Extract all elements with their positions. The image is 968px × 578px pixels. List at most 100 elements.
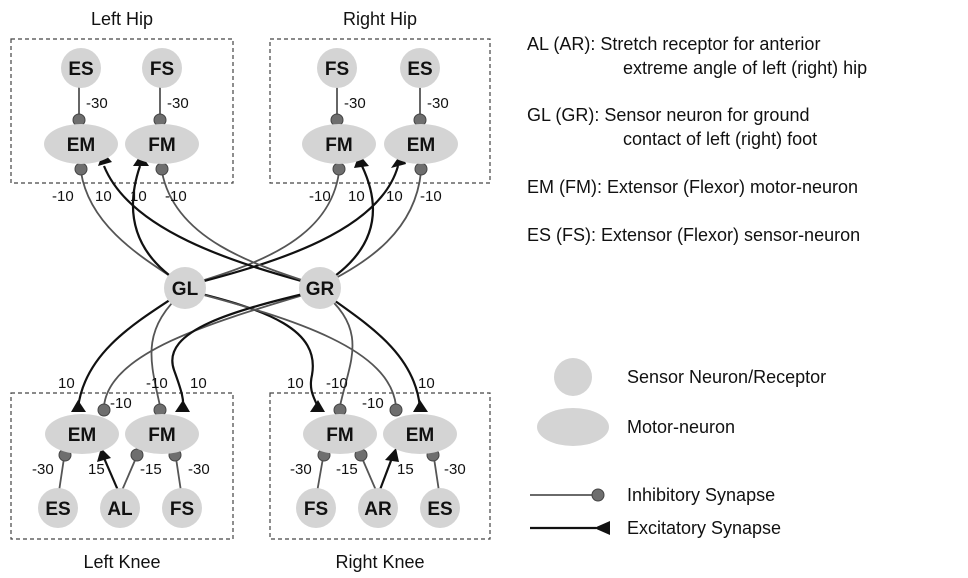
lk-es-label: ES bbox=[45, 499, 70, 520]
gl-rh-fm-link bbox=[184, 171, 340, 287]
legend-sensor-label: Sensor Neuron/Receptor bbox=[627, 367, 826, 387]
lk-es-node bbox=[38, 488, 78, 528]
rk-fm-label: FM bbox=[326, 425, 353, 446]
legend-excitatory-arrow bbox=[594, 521, 610, 535]
definition-gl-gr-cont: contact of left (right) foot bbox=[623, 129, 817, 149]
weight-label: -30 bbox=[344, 95, 366, 112]
legend-motor-symbol bbox=[537, 408, 609, 446]
weight-label: 15 bbox=[397, 461, 414, 478]
lh-fm-node bbox=[125, 124, 199, 164]
weight-label: -30 bbox=[86, 95, 108, 112]
definition-gl-gr: GL (GR): Sensor neuron for ground bbox=[527, 105, 809, 125]
weight-label: 10 bbox=[190, 375, 207, 392]
gr-lk-em-link bbox=[103, 289, 321, 407]
inhibitory-dot bbox=[97, 403, 111, 417]
lh-fm-label: FM bbox=[148, 135, 175, 156]
lk-em-node bbox=[45, 414, 119, 454]
right-knee-title: Right Knee bbox=[335, 552, 424, 572]
gr-label: GR bbox=[306, 279, 335, 300]
rk-es-label: ES bbox=[427, 499, 452, 520]
rk-em-label: EM bbox=[406, 425, 435, 446]
rh-fm-node bbox=[302, 124, 376, 164]
weight-label: -15 bbox=[140, 461, 162, 478]
definition-em-fm: EM (FM): Extensor (Flexor) motor-neuron bbox=[527, 177, 858, 197]
excitatory-arrow bbox=[71, 400, 86, 412]
excitatory-arrow bbox=[413, 400, 428, 412]
rh-fs-label: FS bbox=[325, 59, 349, 80]
inhibitory-dot bbox=[130, 448, 144, 462]
weight-label: 10 bbox=[130, 188, 147, 205]
lk-em-label: EM bbox=[68, 425, 97, 446]
lh-em-node bbox=[44, 124, 118, 164]
gl-rk-em-link bbox=[184, 289, 397, 407]
left-knee-box bbox=[10, 392, 234, 540]
gr-lh-em-link bbox=[102, 165, 321, 288]
weight-label: 10 bbox=[58, 375, 75, 392]
legend-excitatory-label: Excitatory Synapse bbox=[627, 518, 781, 538]
rh-es-node bbox=[400, 48, 440, 88]
weight-label: -10 bbox=[165, 188, 187, 205]
weight-label: -30 bbox=[427, 95, 449, 112]
lh-es-label: ES bbox=[68, 59, 93, 80]
weight-label: -30 bbox=[188, 461, 210, 478]
weight-label: -30 bbox=[167, 95, 189, 112]
rk-em-node bbox=[383, 414, 457, 454]
excitatory-arrow bbox=[310, 400, 325, 412]
rh-em-node bbox=[384, 124, 458, 164]
gr-node bbox=[299, 267, 341, 309]
rh-em-label: EM bbox=[407, 135, 436, 156]
lk-fs-label: FS bbox=[170, 499, 194, 520]
rk-fs-node bbox=[296, 488, 336, 528]
weight-label: 10 bbox=[95, 188, 112, 205]
inhibitory-dot bbox=[155, 162, 169, 176]
rh-fs-node bbox=[317, 48, 357, 88]
weight-label: 10 bbox=[287, 375, 304, 392]
lh-fs-node bbox=[142, 48, 182, 88]
weight-label: 10 bbox=[418, 375, 435, 392]
weight-label: -10 bbox=[110, 395, 132, 412]
lk-fm-label: FM bbox=[148, 425, 175, 446]
excitatory-arrow bbox=[385, 448, 399, 462]
weight-label: 15 bbox=[88, 461, 105, 478]
weight-label: -10 bbox=[362, 395, 384, 412]
rk-ar-node bbox=[358, 488, 398, 528]
weight-label: -10 bbox=[146, 375, 168, 392]
weight-label: -30 bbox=[32, 461, 54, 478]
weight-label: -30 bbox=[444, 461, 466, 478]
rk-fm-node bbox=[303, 414, 377, 454]
definition-al-ar: AL (AR): Stretch receptor for anterior bbox=[527, 34, 820, 54]
weight-label: -30 bbox=[290, 461, 312, 478]
rk-fs-label: FS bbox=[304, 499, 328, 520]
definition-al-ar-cont: extreme angle of left (right) hip bbox=[623, 58, 867, 78]
weight-label: -10 bbox=[420, 188, 442, 205]
weight-label: -10 bbox=[52, 188, 74, 205]
legend-inhibitory-label: Inhibitory Synapse bbox=[627, 485, 775, 505]
weight-label: 10 bbox=[348, 188, 365, 205]
right-hip-title: Right Hip bbox=[343, 9, 417, 29]
lh-es-node bbox=[61, 48, 101, 88]
inhibitory-dot bbox=[332, 162, 346, 176]
legend-motor-label: Motor-neuron bbox=[627, 417, 735, 437]
gr-lh-fm-link bbox=[161, 171, 321, 287]
gr-lk-fm-link bbox=[171, 288, 321, 409]
definition-es-fs: ES (FS): Extensor (Flexor) sensor-neuron bbox=[527, 225, 860, 245]
inhibitory-dot bbox=[389, 403, 403, 417]
inhibitory-dot bbox=[74, 162, 88, 176]
weight-label: -10 bbox=[326, 375, 348, 392]
inhibitory-dot bbox=[414, 162, 428, 176]
left-knee-title: Left Knee bbox=[83, 552, 160, 572]
lh-em-label: EM bbox=[67, 135, 96, 156]
excitatory-arrow bbox=[175, 400, 190, 412]
right-knee-box bbox=[269, 392, 491, 540]
gl-label: GL bbox=[172, 279, 199, 300]
lk-fs-node bbox=[162, 488, 202, 528]
lk-al-node bbox=[100, 488, 140, 528]
left-hip-title: Left Hip bbox=[91, 9, 153, 29]
weight-label: -15 bbox=[336, 461, 358, 478]
gl-node bbox=[164, 267, 206, 309]
legend-sensor-symbol bbox=[554, 358, 592, 396]
rh-fm-label: FM bbox=[325, 135, 352, 156]
weight-label: -10 bbox=[309, 188, 331, 205]
left-hip-box bbox=[10, 38, 234, 184]
